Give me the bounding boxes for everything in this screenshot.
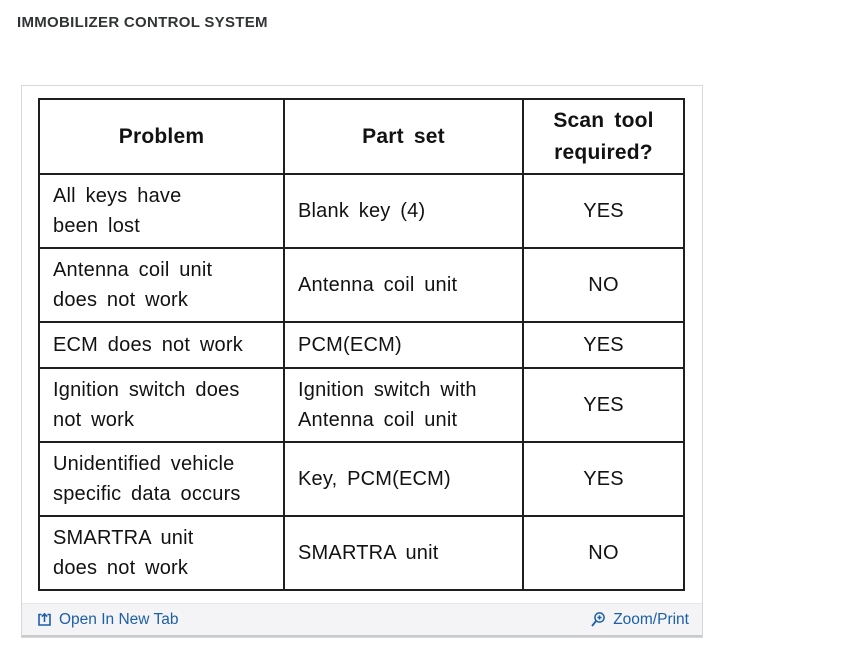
column-header-part-set: Part set (283, 98, 524, 175)
part-set-cell: Blank key (4) (283, 173, 524, 249)
problem-cell: Antenna coil unit does not work (38, 247, 285, 323)
magnifier-plus-icon (589, 611, 607, 629)
open-in-new-tab-link[interactable]: Open In New Tab (36, 611, 178, 629)
part-set-cell: Key, PCM(ECM) (283, 441, 524, 517)
panel-footer-bar: Open In New Tab Zoom/Print (22, 603, 702, 637)
scan-tool-cell: NO (522, 247, 685, 323)
scan-tool-cell: YES (522, 173, 685, 249)
table-row: Antenna coil unit does not work Antenna … (38, 247, 685, 323)
part-set-cell: Antenna coil unit (283, 247, 524, 323)
scan-tool-cell: NO (522, 515, 685, 591)
problem-cell: Ignition switch does not work (38, 367, 285, 443)
scanned-document-area: Problem Part set Scan tool required? All… (22, 86, 702, 603)
zoom-print-link[interactable]: Zoom/Print (589, 611, 689, 629)
problem-cell: Unidentified vehicle specific data occur… (38, 441, 285, 517)
problem-cell: All keys have been lost (38, 173, 285, 249)
problem-cell: ECM does not work (38, 321, 285, 369)
table-row: SMARTRA unit does not work SMARTRA unit … (38, 515, 685, 591)
column-header-scan-tool: Scan tool required? (522, 98, 685, 175)
table-row: All keys have been lost Blank key (4) YE… (38, 173, 685, 249)
column-header-problem: Problem (38, 98, 285, 175)
zoom-print-label: Zoom/Print (613, 610, 689, 628)
table-row: Ignition switch does not work Ignition s… (38, 367, 685, 443)
part-set-cell: Ignition switch with Antenna coil unit (283, 367, 524, 443)
part-set-cell: SMARTRA unit (283, 515, 524, 591)
part-set-cell: PCM(ECM) (283, 321, 524, 369)
scan-tool-cell: YES (522, 441, 685, 517)
scan-tool-cell: YES (522, 367, 685, 443)
table-header-row: Problem Part set Scan tool required? (38, 98, 685, 175)
table-row: ECM does not work PCM(ECM) YES (38, 321, 685, 369)
scan-tool-cell: YES (522, 321, 685, 369)
page-title: IMMOBILIZER CONTROL SYSTEM (17, 14, 268, 31)
immobilizer-parts-table: Problem Part set Scan tool required? All… (38, 98, 685, 591)
open-in-new-tab-icon (36, 611, 53, 628)
content-panel: Problem Part set Scan tool required? All… (21, 85, 703, 638)
problem-cell: SMARTRA unit does not work (38, 515, 285, 591)
table-row: Unidentified vehicle specific data occur… (38, 441, 685, 517)
open-in-new-tab-label: Open In New Tab (59, 610, 179, 628)
